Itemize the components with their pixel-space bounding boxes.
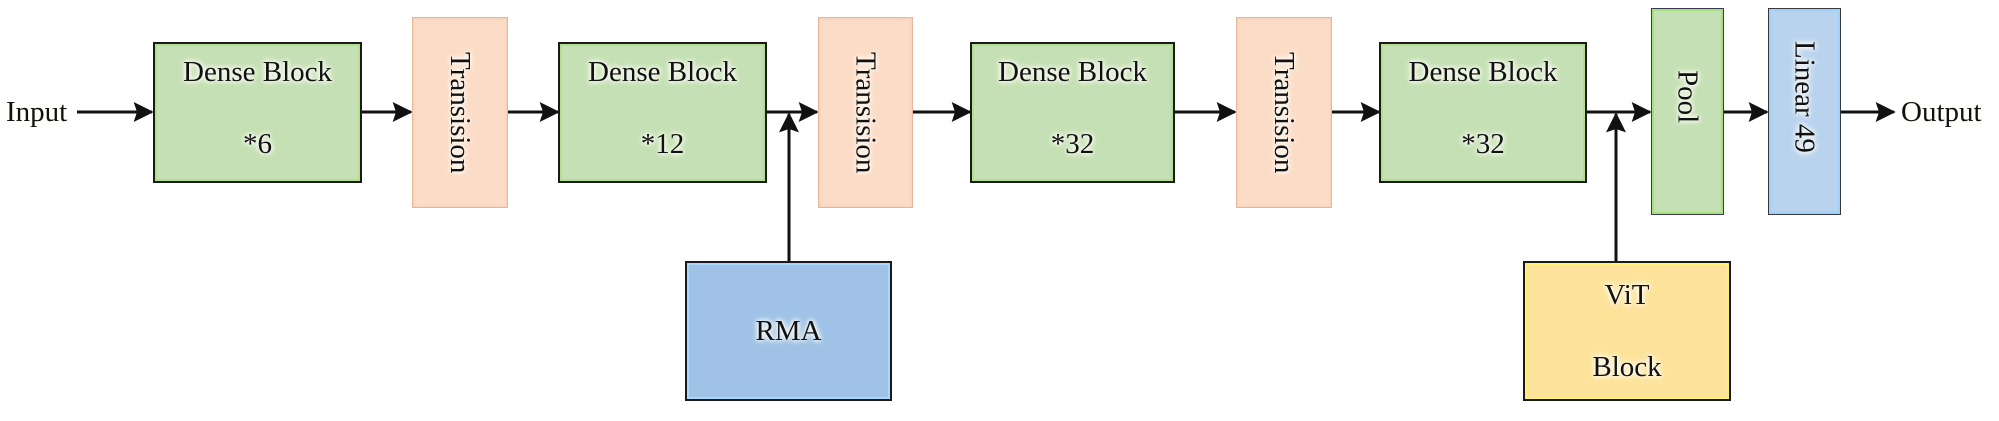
dense-block-6-title: Dense Block: [183, 55, 332, 88]
dense-block-12: Dense Block *12: [558, 42, 767, 183]
dense-block-12-count: *12: [640, 127, 685, 160]
pool-block: Pool: [1651, 8, 1724, 215]
rma-block: RMA: [685, 261, 892, 401]
pool-block-label: Pool: [1671, 69, 1704, 124]
vit-block: ViT Block: [1523, 261, 1731, 401]
dense-block-12-title: Dense Block: [588, 55, 737, 88]
dense-block-6: Dense Block *6: [153, 42, 362, 183]
dense-block-32-a: Dense Block *32: [970, 42, 1175, 183]
dense-block-32-b-count: *32: [1461, 127, 1505, 160]
linear-49-block-label: Linear 49: [1788, 40, 1821, 153]
vit-block-title: ViT: [1604, 279, 1650, 311]
dense-block-32-a-title: Dense Block: [998, 55, 1147, 88]
dense-block-32-b-title: Dense Block: [1408, 55, 1558, 88]
dense-block-32-a-count: *32: [1050, 127, 1095, 160]
transition-block-1: Transision: [412, 17, 508, 208]
linear-49-block: Linear 49: [1768, 8, 1841, 215]
transition-block-2: Transision: [818, 17, 913, 208]
transition-block-2-label: Transision: [849, 51, 882, 174]
densenet-vit-architecture-diagram: Input Output Dense Block *6 Transision D…: [6, 8, 1982, 401]
dense-block-32-b: Dense Block *32: [1379, 42, 1587, 183]
connection-arrows: [77, 102, 1896, 261]
input-label: Input: [6, 96, 68, 128]
transition-block-3: Transision: [1236, 17, 1332, 208]
vit-block-subtitle: Block: [1592, 351, 1662, 383]
transition-block-1-label: Transision: [444, 51, 476, 174]
output-label: Output: [1901, 96, 1982, 128]
rma-block-label: RMA: [755, 315, 822, 347]
dense-block-6-count: *6: [243, 127, 272, 160]
transition-block-3-label: Transision: [1268, 51, 1300, 174]
